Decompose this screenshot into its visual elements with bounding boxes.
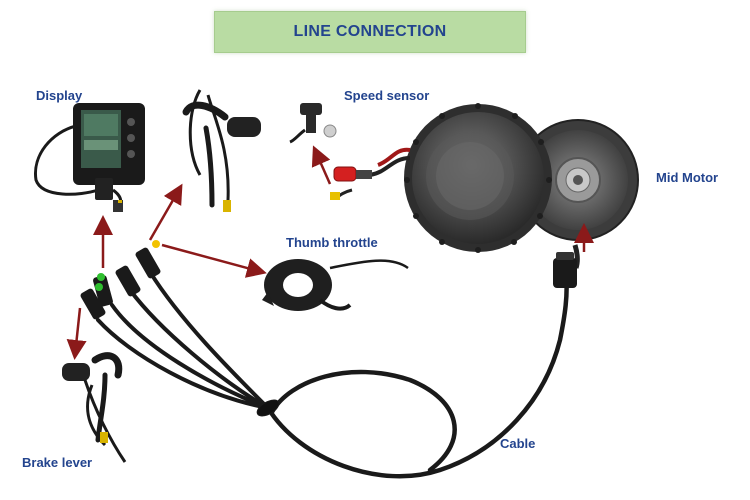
brake-lever-right (182, 89, 261, 212)
label-speed-sensor: Speed sensor (344, 88, 430, 103)
diagram-title: LINE CONNECTION (293, 23, 447, 40)
cable-harness (96, 270, 569, 479)
harness-connectors (80, 240, 577, 320)
label-display: Display (36, 88, 83, 103)
label-cable: Cable (500, 436, 536, 451)
arrow-to-brake-lever-right (148, 183, 183, 241)
arrow-to-speed-sensor (311, 145, 332, 185)
label-brake-lever: Brake lever (22, 455, 93, 470)
title-banner: LINE CONNECTION (214, 11, 526, 53)
brake-lever-left (62, 352, 127, 463)
arrow-to-brake-lever-left (66, 307, 87, 360)
label-thumb-throttle: Thumb throttle (286, 235, 378, 250)
mid-motor (330, 103, 639, 269)
display-unit (34, 103, 145, 212)
speed-sensor (289, 103, 337, 144)
arrow-to-thumb-throttle (161, 243, 267, 278)
thumb-throttle (262, 259, 409, 311)
connection-arrows (66, 145, 594, 360)
label-mid-motor: Mid Motor (656, 170, 719, 185)
